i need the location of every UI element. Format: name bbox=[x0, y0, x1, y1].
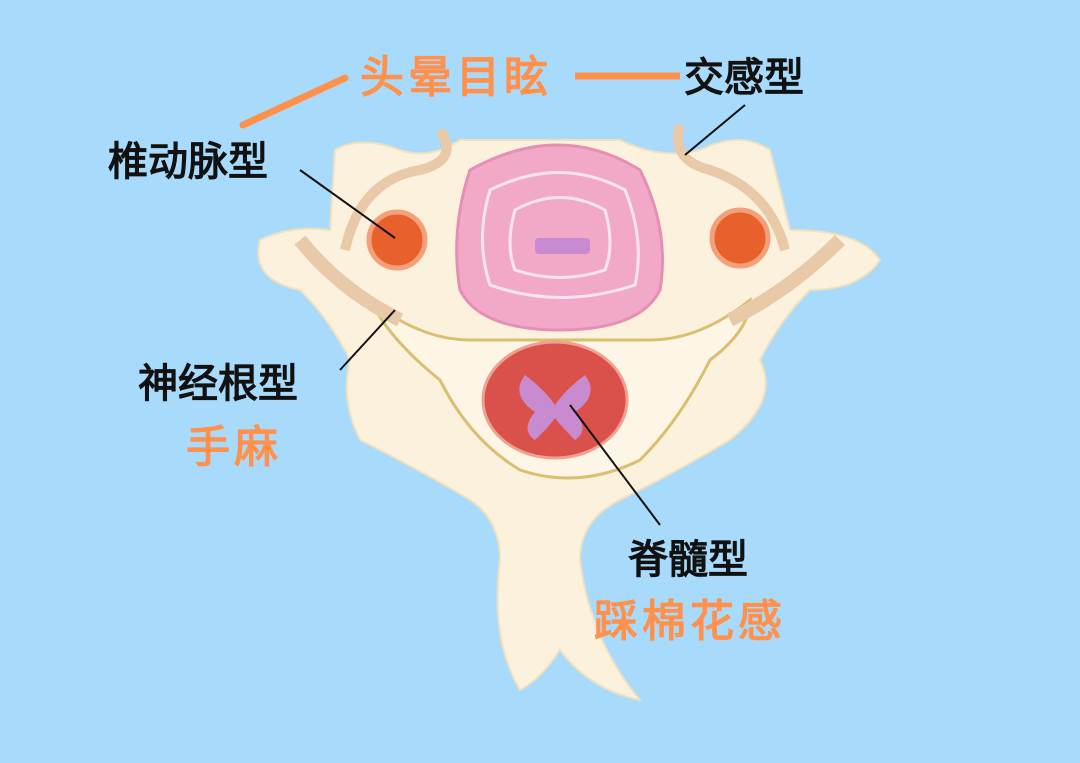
label-cotton-feeling: 踩棉花感 bbox=[594, 596, 786, 647]
spinal-cord bbox=[481, 340, 629, 460]
label-spinal-cord: 脊髓型 bbox=[628, 537, 748, 583]
label-dizziness: 头晕目眩 bbox=[360, 52, 552, 103]
right-vertebral-artery bbox=[709, 207, 771, 269]
label-nerve-root: 神经根型 bbox=[138, 361, 298, 407]
label-hand-numbness: 手麻 bbox=[186, 422, 282, 473]
label-vertebral-artery: 椎动脉型 bbox=[108, 139, 268, 185]
left-vertebral-artery bbox=[366, 209, 428, 271]
intervertebral-disc bbox=[455, 143, 664, 332]
label-sympathetic: 交感型 bbox=[684, 55, 804, 101]
